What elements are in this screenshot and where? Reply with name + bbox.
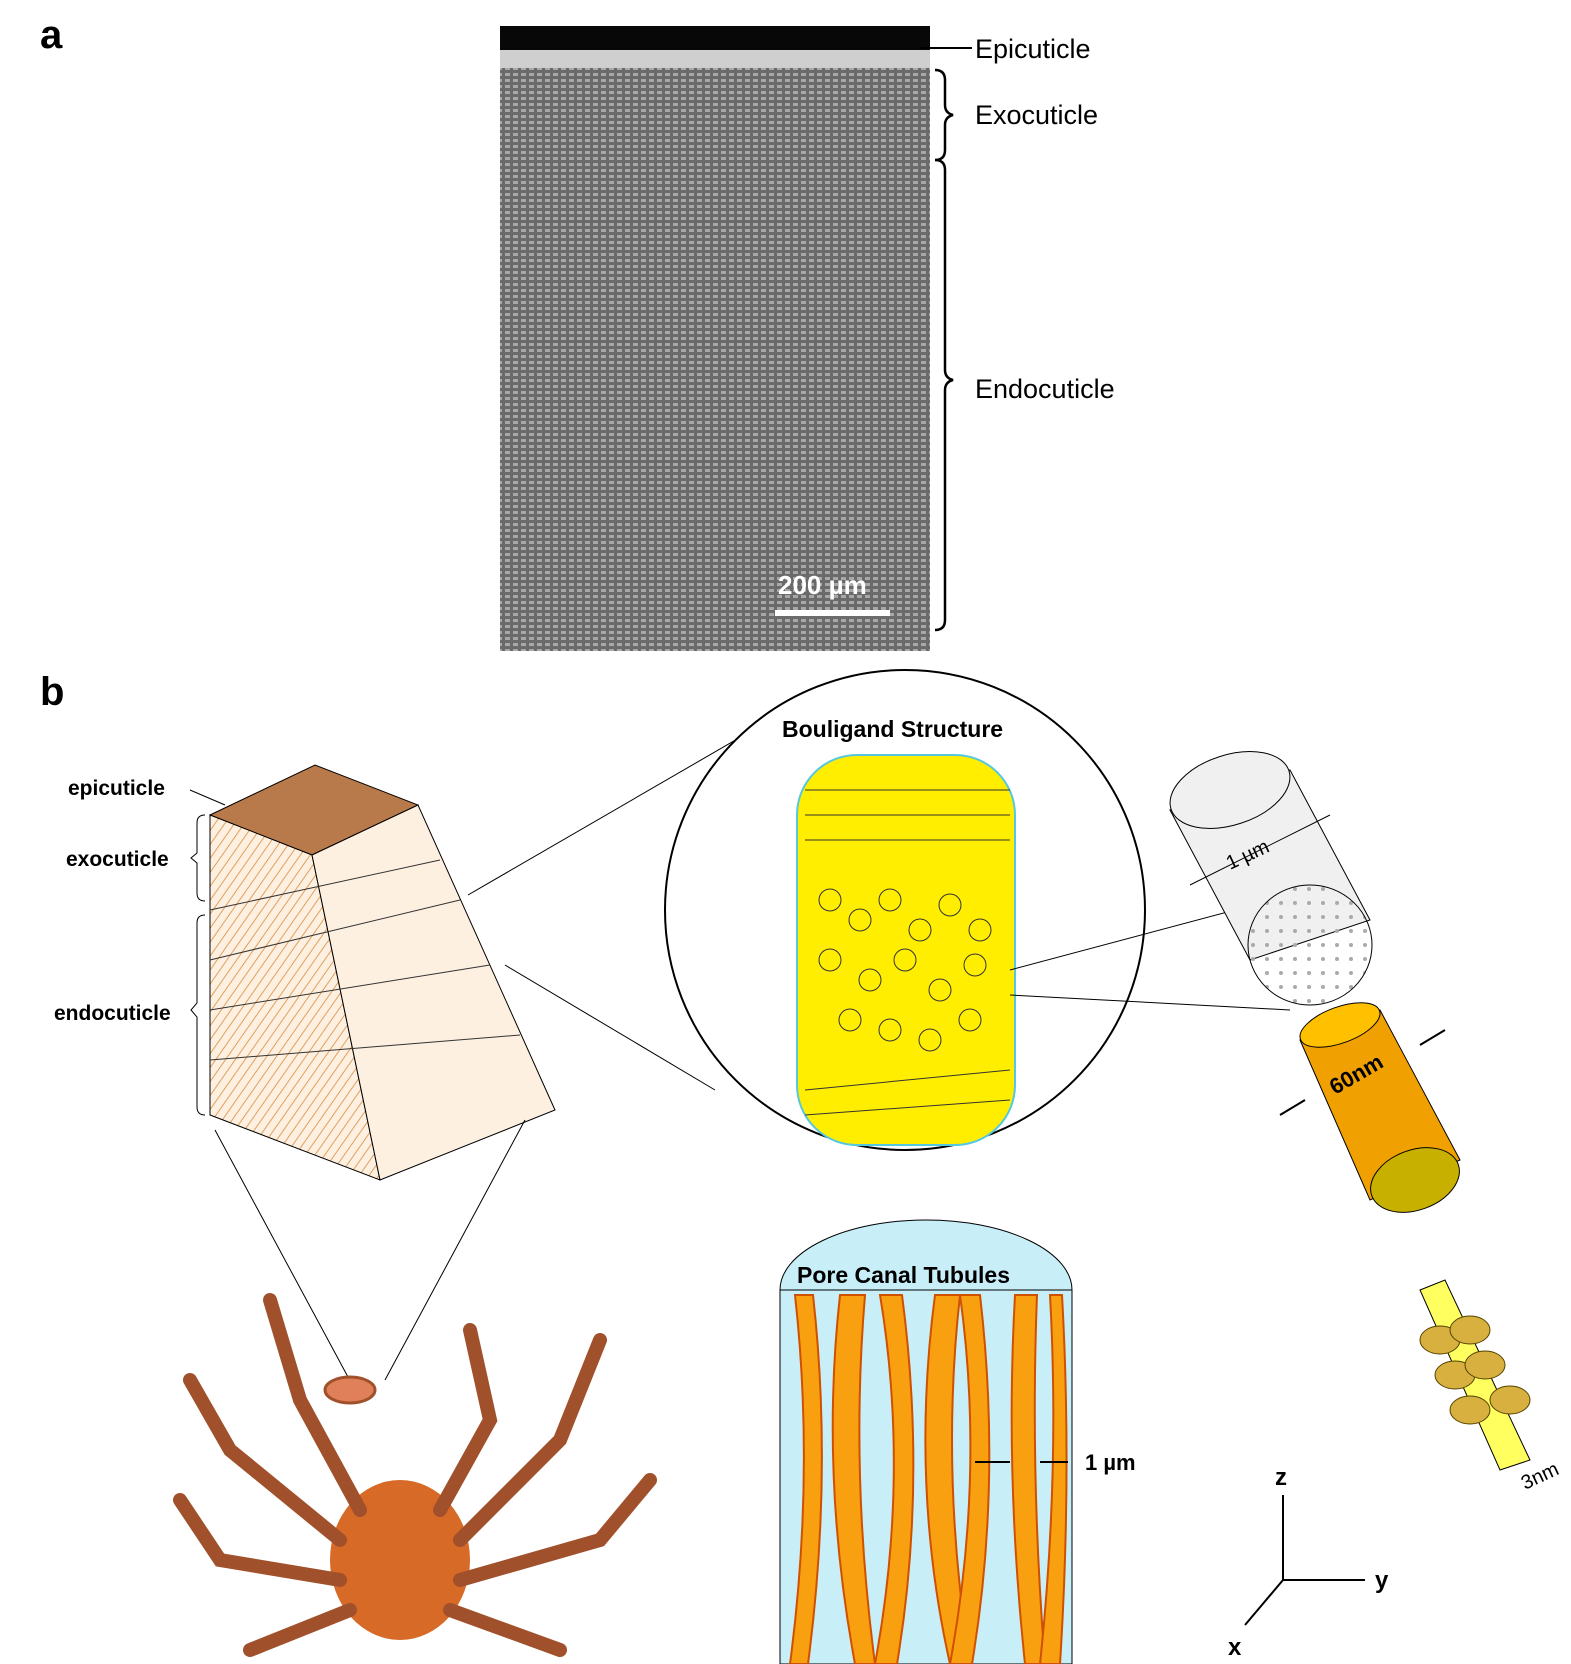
spider-crab-photo — [173, 1293, 657, 1657]
micro-cylinder-face — [1247, 884, 1373, 1006]
bouligand-cylinder — [796, 754, 1016, 1146]
zoom-line — [1009, 994, 1291, 1011]
sem-epicuticle-band — [500, 50, 930, 68]
label-exocuticle: Exocuticle — [975, 100, 1098, 130]
pore-width-label: 1 µm — [1085, 1450, 1136, 1475]
fiber-top — [1299, 1002, 1381, 1048]
fiber-arrow — [1419, 1029, 1446, 1046]
exocuticle-brace — [934, 68, 954, 162]
fibril-crystals — [1419, 1315, 1531, 1425]
endocuticle-brace-b — [190, 914, 206, 1116]
label-epicuticle: Epicuticle — [975, 34, 1091, 64]
panel-b-label: b — [40, 670, 64, 714]
fiber-arrow — [1279, 1099, 1306, 1116]
fibril-bundle — [1370, 1147, 1460, 1213]
axis-x-label: x — [1228, 1634, 1242, 1661]
pore-title: Pore Canal Tubules — [797, 1262, 1010, 1288]
sem-micrograph — [500, 26, 930, 651]
endocuticle-brace — [934, 158, 954, 632]
bouligand-title: Bouligand Structure — [782, 716, 1003, 742]
micro-cylinder-top — [1169, 751, 1291, 829]
pyramid-layers — [209, 859, 521, 1061]
pyramid-label-endocuticle: endocuticle — [54, 1002, 171, 1025]
epicuticle-arrow — [189, 789, 226, 806]
pyramid-label-epicuticle: epicuticle — [68, 777, 165, 800]
axis-y-label: y — [1375, 1567, 1389, 1594]
pore-tubules — [788, 1294, 1068, 1664]
zoom-line — [467, 719, 771, 896]
zoom-line — [384, 1119, 526, 1381]
coordinate-axes — [1244, 1495, 1365, 1626]
axis-z-label: z — [1275, 1464, 1287, 1491]
scale-bar-label: 200 µm — [778, 570, 867, 600]
diameter-arrow — [1189, 814, 1331, 886]
sem-top-dark — [500, 26, 930, 50]
zoom-line — [214, 1129, 356, 1391]
pyramid-side-face — [311, 804, 556, 1181]
scale-bar — [775, 610, 890, 616]
zoom-line — [504, 964, 716, 1091]
label-endocuticle: Endocuticle — [975, 374, 1115, 404]
exocuticle-brace-b — [190, 814, 206, 902]
bouligand-fibers — [804, 789, 1011, 1116]
pyramid-label-exocuticle: exocuticle — [66, 848, 169, 871]
fibril-diameter-label: 3nm — [1518, 1458, 1563, 1494]
panel-a-label: a — [40, 13, 63, 57]
